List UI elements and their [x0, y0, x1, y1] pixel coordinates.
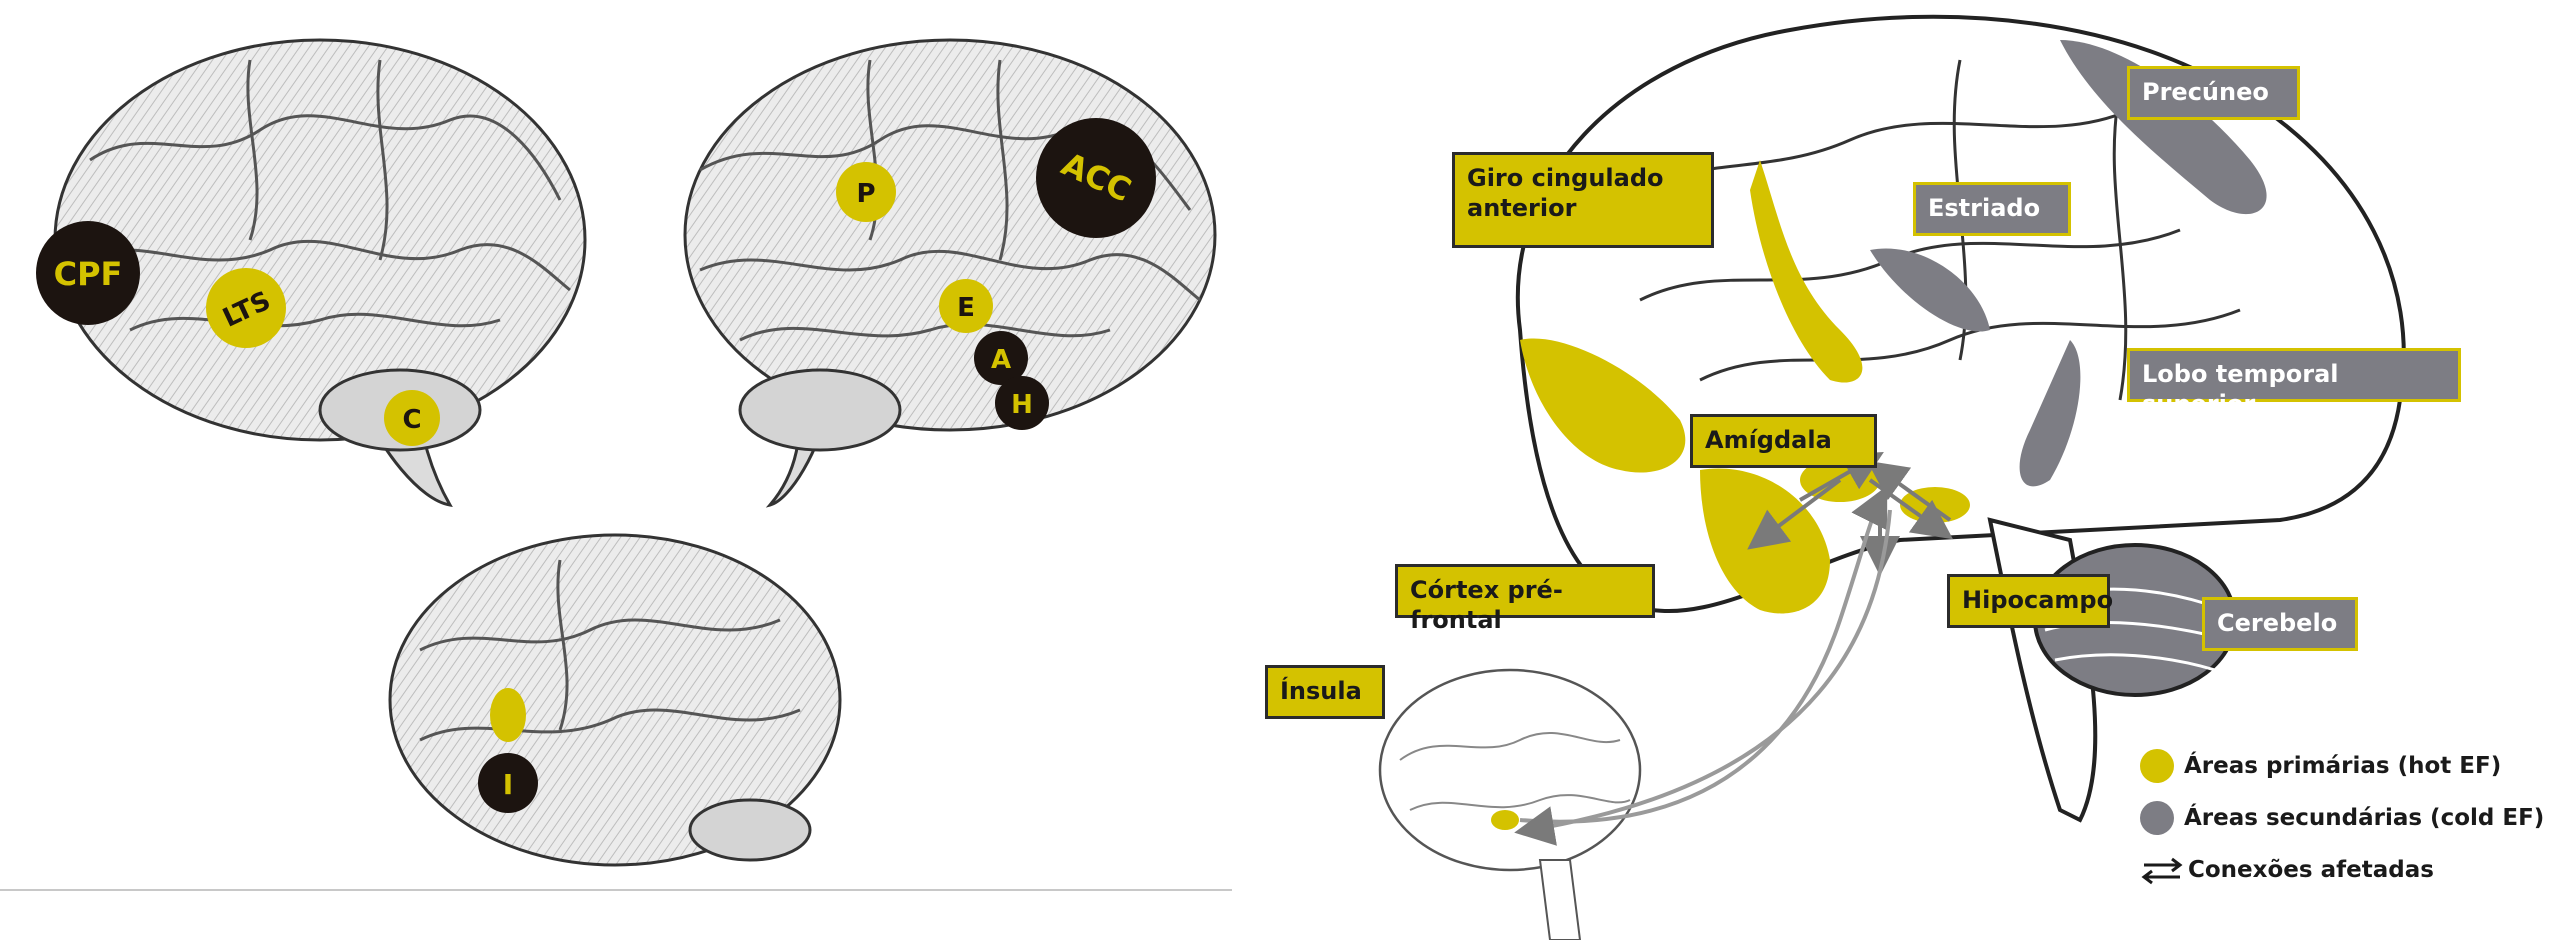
brain-inset: [1380, 670, 1640, 940]
label-cerebelo: Cerebelo: [2202, 597, 2358, 651]
badge-p: P: [836, 162, 896, 222]
badge-e-text: E: [957, 293, 975, 323]
double-arrow-icon: [2140, 853, 2184, 887]
badge-i-text: I: [503, 768, 513, 801]
badge-cpf-text: CPF: [54, 255, 123, 293]
legend-secondary-label: Áreas secundárias (cold EF): [2184, 805, 2544, 831]
badge-cpf: CPF: [36, 221, 140, 325]
legend-connections-label: Conexões afetadas: [2188, 857, 2434, 883]
label-giro-cingulado: Giro cingulado anterior: [1452, 152, 1714, 248]
legend-primary: Áreas primárias (hot EF): [2140, 740, 2550, 792]
legend-connections: Conexões afetadas: [2140, 844, 2550, 896]
badge-c-text: C: [402, 405, 421, 435]
badge-e: E: [939, 279, 993, 333]
badge-h-text: H: [1011, 390, 1033, 420]
label-hipocampo: Hipocampo: [1947, 574, 2110, 628]
brain-lateral-right: [685, 40, 1215, 505]
legend-secondary: Áreas secundárias (cold EF): [2140, 792, 2550, 844]
brain-small-bottom: [390, 535, 840, 865]
legend-primary-swatch: [2140, 749, 2174, 783]
insula-marker: [490, 688, 526, 742]
label-amigdala: Amígdala: [1690, 414, 1877, 468]
label-estriado: Estriado: [1913, 182, 2071, 236]
badge-lts: LTS: [206, 268, 286, 348]
legend-primary-label: Áreas primárias (hot EF): [2184, 753, 2501, 779]
label-cortex-prefrontal: Córtex pré-frontal: [1395, 564, 1655, 618]
label-precuneo: Precúneo: [2127, 66, 2300, 120]
badge-p-text: P: [856, 179, 875, 209]
legend-secondary-swatch: [2140, 801, 2174, 835]
legend: Áreas primárias (hot EF) Áreas secundári…: [2140, 740, 2550, 896]
badge-acc: ACC: [1036, 118, 1156, 238]
badge-a-text: A: [991, 345, 1011, 375]
badge-i: I: [478, 753, 538, 813]
label-insula: Ínsula: [1265, 665, 1385, 719]
badge-h: H: [995, 376, 1049, 430]
label-lobo-temporal: Lobo temporal superior: [2127, 348, 2461, 402]
badge-c: C: [384, 390, 440, 446]
